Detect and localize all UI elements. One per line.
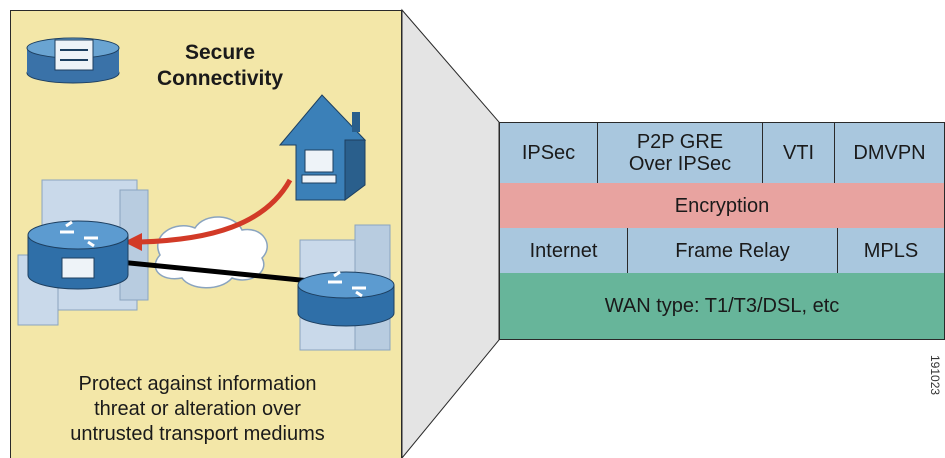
panel-caption: Protect against information threat or al… — [25, 372, 370, 447]
stack-cell-vti: VTI — [763, 123, 835, 183]
stack-cell-encryption: Encryption — [674, 194, 770, 217]
caption-line: untrusted transport mediums — [70, 423, 325, 445]
home-office-icon — [278, 94, 367, 201]
encryption-row: Encryption — [500, 183, 944, 229]
vpn-tunnel-arrow — [124, 178, 293, 251]
stack-cell-ipsec: IPSec — [500, 123, 598, 183]
wan-type-row: WAN type: T1/T3/DSL, etc — [500, 273, 944, 339]
figure-id-text: 191023 — [928, 355, 942, 396]
stack-cell-p2p-gre: P2P GRE Over IPSec — [598, 123, 763, 183]
caption-line: Protect against information — [78, 373, 317, 395]
secure-router-icon — [297, 270, 395, 327]
stack-cell-dmvpn: DMVPN — [853, 142, 926, 164]
protocol-stack: IPSec P2P GRE Over IPSec VTI DMVPN Encry… — [499, 122, 945, 340]
stack-cell-frame-relay: Frame Relay — [628, 228, 838, 273]
stack-cell-wan-type: WAN type: T1/T3/DSL, etc — [604, 295, 840, 317]
stack-cell-mpls: MPLS — [863, 239, 919, 262]
vpn-concentrator-icon — [26, 37, 120, 84]
caption-line: threat or alteration over — [94, 398, 301, 420]
panel-heading-line1: Secure — [184, 41, 256, 64]
wan-link — [119, 259, 331, 286]
panel-heading-line2: Connectivity — [156, 67, 284, 90]
figure-id: 191023 — [926, 355, 945, 415]
router-icon — [27, 220, 129, 290]
vpn-technology-row: IPSec P2P GRE Over IPSec VTI DMVPN — [500, 123, 944, 184]
transport-row: Internet Frame Relay MPLS — [500, 228, 944, 274]
stack-cell-internet: Internet — [500, 228, 628, 273]
